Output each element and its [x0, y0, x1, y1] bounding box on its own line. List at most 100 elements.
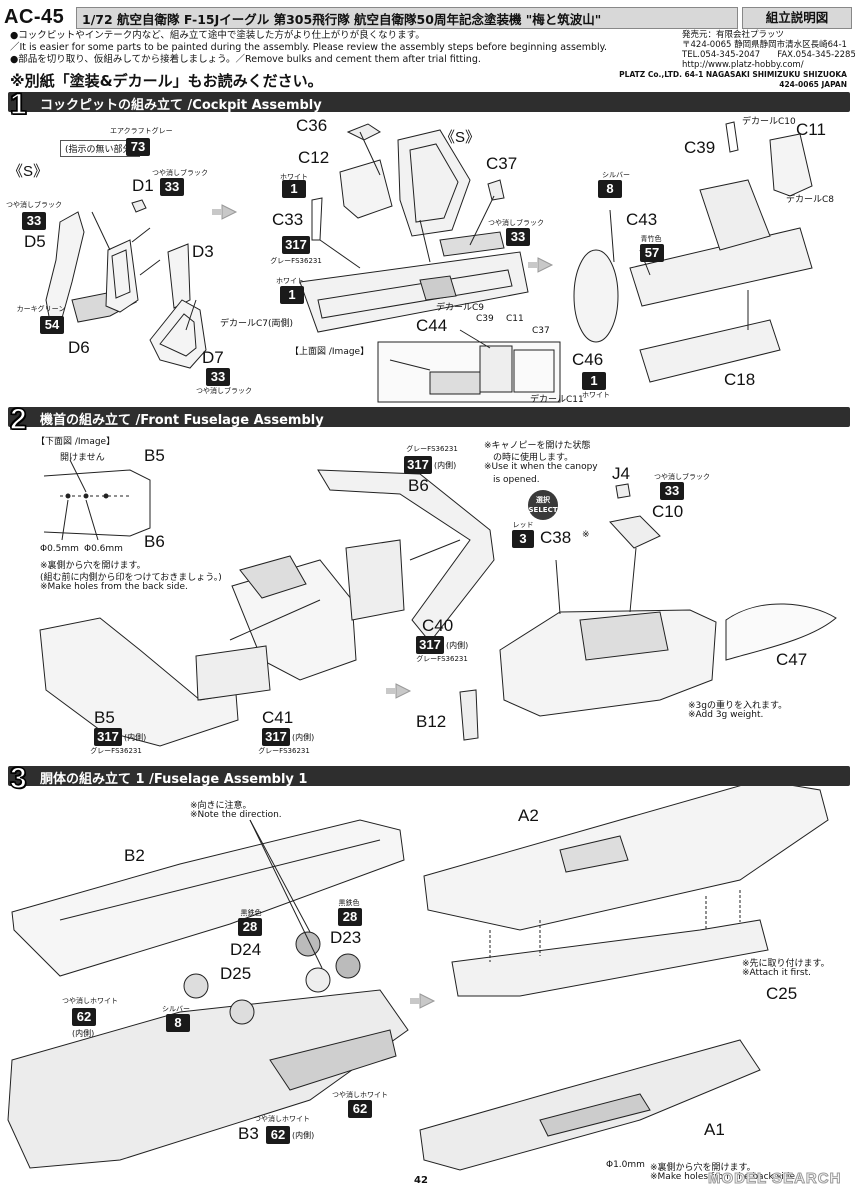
- canopy-note-jp2: の時に使用します。: [484, 453, 574, 463]
- b3-color-box: 62: [266, 1126, 290, 1144]
- d5-color-label: つや消しブラック: [6, 201, 62, 209]
- c43b-color-label: 青竹色: [640, 235, 662, 243]
- b2-color-label: つや消しホワイト: [62, 997, 118, 1005]
- page-number: 42: [414, 1175, 428, 1186]
- c37-color-box: 33: [506, 228, 530, 246]
- d23-color-label: 黒鉄色: [338, 899, 360, 907]
- publisher-address: 〒424-0065 静岡県静岡市清水区長崎64-1: [682, 40, 847, 50]
- manual-title: 組立説明図: [742, 7, 852, 29]
- d1-color-label: つや消しブラック: [152, 169, 208, 177]
- fuselage-halves-drawing: [7, 779, 829, 1171]
- tub-color-box: 1: [280, 286, 304, 304]
- part-c39: C39: [684, 138, 716, 157]
- c41-inside-note: (内側): [292, 733, 315, 742]
- color-73-label: エアクラフトグレー: [110, 127, 173, 135]
- b3-color-label: つや消しホワイト: [254, 1115, 310, 1123]
- watermark: MODEL SEARCH: [707, 1170, 842, 1188]
- step-2-bar: [8, 407, 850, 427]
- canopy-note-en2: is opened.: [484, 475, 540, 485]
- decal-c9-note: デカールC9: [436, 303, 485, 313]
- part-c37: C37: [486, 154, 518, 173]
- top-view-label: 【上面図 /Image】: [290, 347, 370, 357]
- d5-color-box: 33: [22, 212, 46, 230]
- part-a2: A2: [518, 806, 539, 825]
- d1-color-box: 33: [160, 178, 184, 196]
- step-1-title: コックピットの組み立て /Cockpit Assembly: [40, 98, 322, 113]
- d25-color-label: シルバー: [162, 1005, 190, 1013]
- note-paint-jp: ●コックピットやインテーク内など、組み立て途中で塗装した方がより仕上がりが良くな…: [10, 30, 425, 41]
- c37-color-label: つや消しブラック: [488, 219, 544, 227]
- hole-05-label: Φ0.5mm: [40, 544, 79, 554]
- b5-inside-note: (内側): [124, 733, 147, 742]
- note-trial-fit: ●部品を切り取り、仮組みしてから接着しましょう。／Remove bulks an…: [10, 54, 481, 65]
- part-c11-small: C11: [506, 314, 524, 324]
- part-b12: B12: [416, 712, 447, 731]
- c10-color-label: つや消しブラック: [654, 473, 710, 481]
- part-b6-view: B6: [144, 532, 165, 551]
- b3-color-label-right: つや消しホワイト: [332, 1091, 388, 1099]
- c33-color-label: グレーFS36231: [270, 257, 322, 265]
- kit-title: 1/72 航空自衛隊 F-15Jイーグル 第305飛行隊 航空自衛隊50周年記念…: [82, 12, 602, 27]
- c46-color-box: 1: [582, 372, 606, 390]
- note-paint-en: ／It is easier for some parts to be paint…: [10, 42, 607, 53]
- model-code: AC-45: [4, 6, 65, 28]
- b5-color-label: グレーFS36231: [90, 747, 142, 755]
- part-c37-small: C37: [532, 326, 550, 336]
- c38-color-box: 3: [512, 530, 534, 548]
- c40-inside-note: (内側): [446, 641, 469, 650]
- d7-color-box: 33: [206, 368, 230, 386]
- b3-inside-note: (内側): [292, 1131, 315, 1140]
- b2-inside-note: (内側): [72, 1029, 95, 1038]
- color-73-box: 73: [126, 138, 150, 156]
- weight-note-jp: ※3gの重りを入れます。: [688, 701, 788, 711]
- part-d6: D6: [68, 338, 90, 357]
- c46-color-label: ホワイト: [582, 391, 610, 399]
- top-view-inset-drawing: [377, 329, 561, 403]
- step-3-number: 3: [9, 761, 27, 796]
- b6-inside-note: (内側): [434, 461, 457, 470]
- hole-size-label: Φ1.0mm: [606, 1160, 645, 1170]
- part-c11: C11: [796, 120, 826, 139]
- part-c39-small: C39: [476, 314, 494, 324]
- decal-c7-note: デカールC7(両側): [220, 319, 294, 329]
- cockpit-assembled-drawing: [573, 121, 813, 383]
- part-c43: C43: [626, 210, 658, 229]
- step-3-title: 胴体の組み立て 1 /Fuselage Assembly 1: [40, 772, 308, 787]
- d25-color-box: 8: [166, 1014, 190, 1032]
- d24-color-label: 黒鉄色: [240, 909, 262, 917]
- decal-c10-note: デカールC10: [742, 117, 796, 127]
- d24-color-box: 28: [238, 918, 262, 936]
- c43b-color-box: 57: [640, 244, 664, 262]
- step-1-bar: [8, 92, 850, 112]
- part-c40: C40: [422, 616, 454, 635]
- part-c33: C33: [272, 210, 304, 229]
- direction-note-jp: ※向きに注意。: [190, 801, 252, 811]
- c38-color-label: レッド: [512, 521, 534, 529]
- part-c46: C46: [572, 350, 604, 369]
- c12-color-box: 1: [282, 180, 306, 198]
- c43-color-label: シルバー: [602, 171, 630, 179]
- part-c36: C36: [296, 116, 328, 135]
- part-c38: C38: [540, 528, 572, 547]
- canopy-note-en: ※Use it when the canopy: [484, 462, 598, 472]
- b5-color-box: 317: [94, 728, 122, 746]
- c40-color-label: グレーFS36231: [416, 655, 468, 663]
- hole-note-en: ※Make holes from the back side.: [650, 1172, 798, 1182]
- part-c12: C12: [298, 148, 330, 167]
- part-c47: C47: [776, 650, 808, 669]
- part-b5-view: B5: [144, 446, 165, 465]
- publisher-phone: TEL.054-345-2047 FAX.054-345-2285: [682, 50, 855, 60]
- part-d7: D7: [202, 348, 224, 367]
- cockpit-tub-drawing: [299, 123, 529, 333]
- b2-color-box: 62: [72, 1008, 96, 1026]
- title-bar: [76, 7, 738, 29]
- step-3-bar: [8, 766, 850, 786]
- c41-color-box: 317: [262, 728, 290, 746]
- s-marker-left: 《S》: [8, 163, 49, 180]
- hole-note-en: ※Make holes from the back side.: [40, 582, 188, 592]
- d6-color-box: 54: [40, 316, 64, 334]
- hole-06-label: Φ0.6mm: [84, 544, 123, 554]
- part-d1: D1: [132, 176, 154, 195]
